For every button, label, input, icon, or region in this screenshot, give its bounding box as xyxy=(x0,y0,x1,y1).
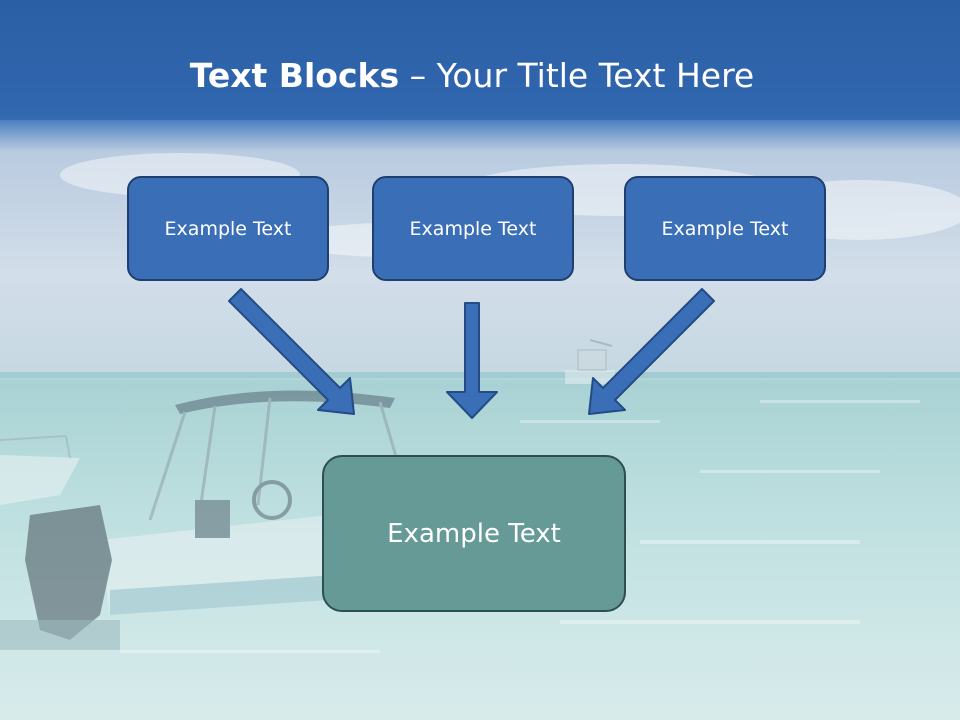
header-band xyxy=(0,0,960,120)
text-block-center-label: Example Text xyxy=(409,217,537,240)
arrow-left-icon xyxy=(228,288,355,415)
text-block-right[interactable]: Example Text xyxy=(624,176,826,281)
distant-boat xyxy=(565,339,615,384)
text-block-center[interactable]: Example Text xyxy=(372,176,574,281)
slide-title-separator: – xyxy=(399,56,437,95)
text-block-bottom-label: Example Text xyxy=(387,518,561,549)
arrow-right-icon xyxy=(588,288,715,415)
text-block-right-label: Example Text xyxy=(661,217,789,240)
slide-title-bold: Text Blocks xyxy=(189,56,400,95)
slide-title: Text Blocks – Your Title Text Here xyxy=(0,52,944,100)
text-block-left-label: Example Text xyxy=(164,217,292,240)
text-block-bottom[interactable]: Example Text xyxy=(322,455,626,612)
arrow-center-icon xyxy=(446,302,498,419)
slide-title-rest: Your Title Text Here xyxy=(436,56,755,95)
text-block-left[interactable]: Example Text xyxy=(127,176,329,281)
main-boat xyxy=(0,390,402,650)
left-boat xyxy=(0,435,80,505)
